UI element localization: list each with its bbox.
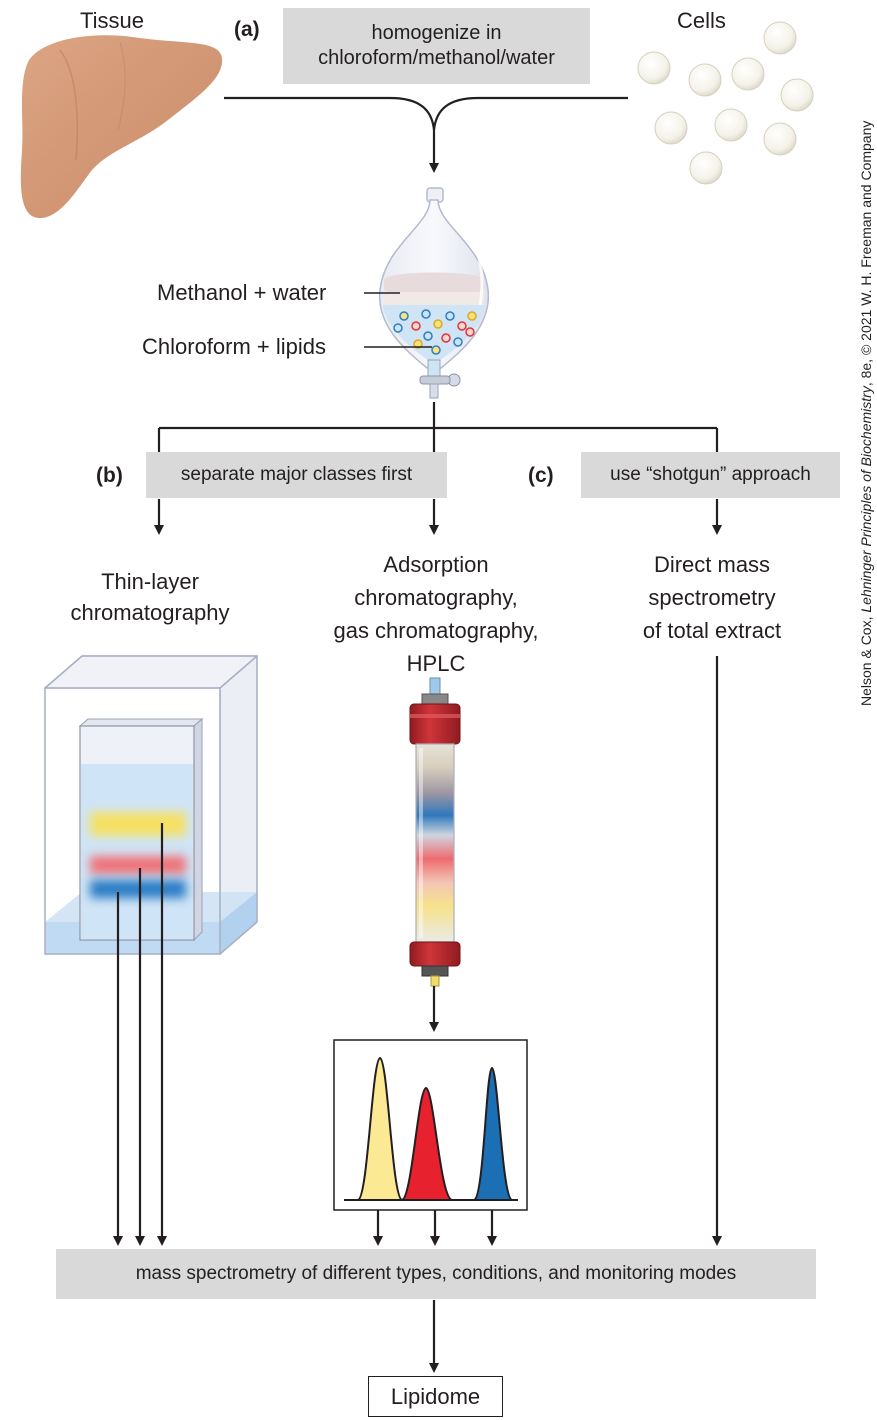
lipidome-label: Lipidome [390,1383,481,1409]
upper-phase-label: Methanol + water [157,280,327,305]
tlc-label-line2: chromatography [70,600,230,625]
separate-classes-label: separate major classes first [180,464,413,486]
homogenize-line2: chloroform/methanol/water [318,47,555,69]
adsorption-label-line4: HPLC [406,651,466,676]
chromatogram-arrows [373,1210,497,1246]
shotgun-label: use “shotgun” approach [610,464,811,486]
adsorption-label-line2: chromatography, [354,585,518,610]
adsorption-label-line1: Adsorption [383,552,489,577]
homogenize-box: homogenize in chloroform/methanol/water [283,8,590,84]
part-c-label: (c) [528,464,554,487]
chromatogram [333,1039,528,1211]
copyright-credit: Nelson & Cox, Lehninger Principles of Bi… [858,121,874,706]
separatory-funnel [378,187,490,399]
merge-connector [224,96,628,173]
adsorption-label: Adsorption chromatography, gas chromatog… [298,548,574,680]
tlc-tank [43,654,259,956]
tlc-label: Thin-layer chromatography [34,566,266,628]
part-a-label: (a) [234,18,260,41]
credit-prefix: Nelson & Cox, [858,612,874,706]
liver-illustration [20,35,223,219]
tlc-label-line1: Thin-layer [101,569,199,594]
cells-illustration [637,21,814,185]
part-b-label: (b) [96,464,123,487]
direct-ms-label-line1: Direct mass [653,552,771,577]
cells-label: Cells [677,8,726,33]
direct-ms-label-line3: of total extract [642,618,782,643]
adsorption-label-line3: gas chromatography, [333,618,539,643]
mass-spec-box: mass spectrometry of different types, co… [56,1249,816,1299]
tissue-label: Tissue [80,8,144,33]
separate-classes-box: separate major classes first [146,452,447,498]
credit-suffix: , 8e, © 2021 W. H. Freeman and Company [858,120,874,387]
shotgun-box: use “shotgun” approach [581,452,840,498]
lower-phase-label: Chloroform + lipids [142,334,327,359]
direct-ms-label: Direct mass spectrometry of total extrac… [612,548,812,647]
chromatography-column [409,677,461,987]
lipidome-box: Lipidome [368,1376,503,1417]
credit-title: Lehninger Principles of Biochemistry [858,386,874,613]
direct-ms-label-line2: spectrometry [648,585,776,610]
homogenize-line1: homogenize in [371,22,502,44]
mass-spec-label: mass spectrometry of different types, co… [135,1263,737,1285]
tlc-arrows [113,823,167,1246]
branch-connector [154,402,722,535]
